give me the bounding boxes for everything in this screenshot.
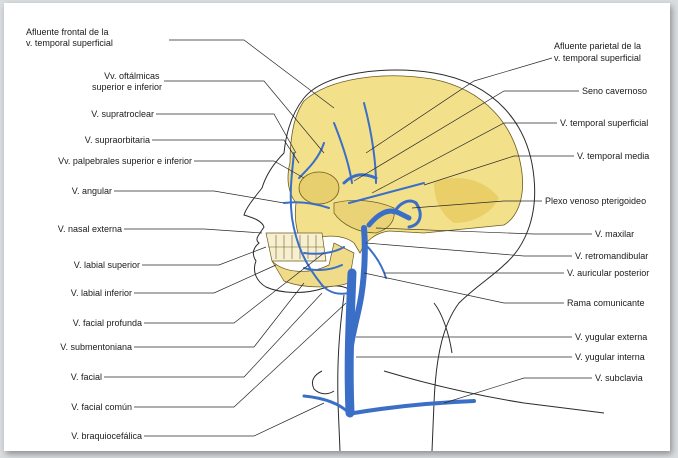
label-v-facial-comun: V. facial común (71, 402, 132, 412)
label-afluente-frontal: Afluente frontal de la v. temporal super… (26, 27, 113, 48)
label-v-braquiocefalica: V. braquiocefálica (71, 431, 142, 441)
label-v-temporal-media: V. temporal media (577, 151, 649, 161)
label-afluente-parietal: Afluente parietal de la v. temporal supe… (554, 41, 644, 63)
figure-frame: Afluente frontal de la v. temporal super… (4, 3, 670, 451)
label-v-angular: V. angular (72, 186, 112, 196)
label-v-nasal-externa: V. nasal externa (58, 224, 122, 234)
label-v-maxilar: V. maxilar (595, 229, 634, 239)
label-v-facial-profunda: V. facial profunda (73, 318, 142, 328)
label-v-submentoniana: V. submentoniana (60, 342, 132, 352)
label-plexo-venoso: Plexo venoso pterigoideo (545, 196, 646, 206)
head-veins-diagram: Afluente frontal de la v. temporal super… (4, 3, 670, 451)
label-vv-palpebrales: Vv. palpebrales superior e inferior (58, 156, 192, 166)
label-v-supratroclear: V. supratroclear (91, 109, 154, 119)
label-v-temporal-superficial: V. temporal superficial (560, 118, 648, 128)
label-v-yugular-interna: V. yugular interna (575, 352, 645, 362)
label-v-labial-superior: V. labial superior (74, 260, 140, 270)
label-v-facial: V. facial (71, 372, 102, 382)
label-seno-cavernoso: Seno cavernoso (582, 86, 647, 96)
label-v-retromandibular: V. retromandibular (575, 251, 648, 261)
label-v-auricular-posterior: V. auricular posterior (567, 268, 649, 278)
label-vv-oftalmicas: Vv. oftálmicas superior e inferior (92, 71, 162, 92)
label-rama-comunicante: Rama comunicante (567, 298, 645, 308)
label-v-subclavia: V. subclavia (595, 373, 643, 383)
label-v-yugular-externa: V. yugular externa (575, 332, 647, 342)
label-v-labial-inferior: V. labial inferior (71, 288, 132, 298)
label-v-supraorbitaria: V. supraorbitaria (85, 135, 150, 145)
